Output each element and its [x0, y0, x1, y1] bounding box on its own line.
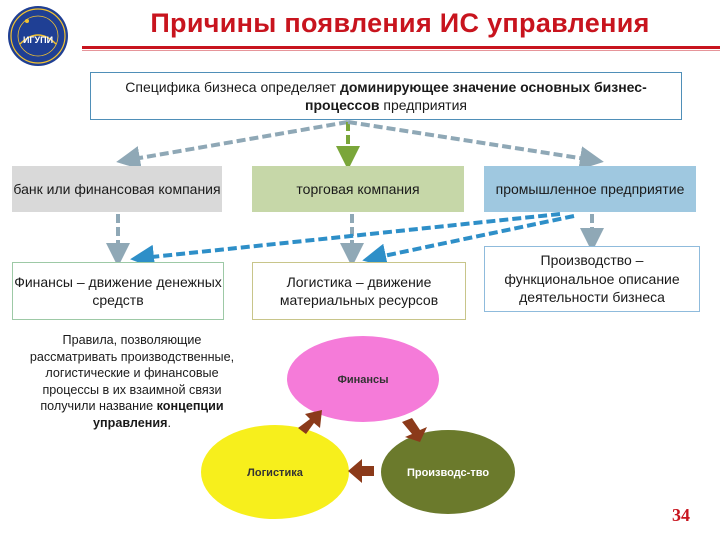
ellipse-finance-label: Финансы [337, 374, 388, 386]
top-box-text-1: Специфика бизнеса определяет [125, 78, 340, 95]
page-number: 34 [672, 505, 690, 525]
ellipse-logistics-label: Логистика [247, 467, 304, 479]
cycle-arrow-logistics-to-finance [298, 410, 322, 434]
ellipse-production [379, 428, 517, 516]
logo-text: ИГУПИ [23, 35, 53, 45]
arrow-to-industry [347, 120, 604, 171]
note-bold: концепции управления [93, 399, 224, 431]
note-text: Правила, позволяющие рассматривать произ… [29, 333, 235, 414]
page-title: Причины появления ИС управления [150, 8, 650, 38]
process-logistics-box: Логистика – движение материальных ресурс… [252, 262, 466, 320]
process-finance-box: Финансы – движение денежных средств [12, 262, 224, 320]
top-box-bold: доминирующее значение основных бизнес-пр… [305, 78, 647, 113]
business-specifics-box: Специфика бизнеса определяет доминирующе… [90, 72, 682, 120]
ellipse-production-label: Производс-тво [407, 467, 489, 479]
ellipse-finance [285, 334, 441, 424]
cycle-arrow-finance-to-production [402, 418, 427, 442]
note-end: . [167, 416, 171, 431]
igupi-logo: ИГУПИ [8, 6, 68, 66]
cycle-arrow-production-to-logistics [348, 459, 374, 483]
process-cycle-diagram: Финансы Логистика Производс-тво [199, 334, 517, 521]
management-concept-note: Правила, позволяющие рассматривать произ… [26, 332, 238, 432]
title-underline [82, 46, 720, 49]
category-bank-box: банк или финансовая компания [12, 166, 222, 212]
arrow-to-bank [116, 120, 349, 170]
category-trade-box: торговая компания [252, 166, 464, 212]
arrow-industry-to-logistics [362, 214, 575, 268]
title-underline-thin [82, 50, 720, 51]
arrow-industry-to-finance [130, 212, 561, 269]
top-box-text-2: предприятия [379, 97, 467, 113]
process-production-box: Производство – функциональное описание д… [484, 246, 700, 312]
category-industry-box: промышленное предприятие [484, 166, 696, 212]
